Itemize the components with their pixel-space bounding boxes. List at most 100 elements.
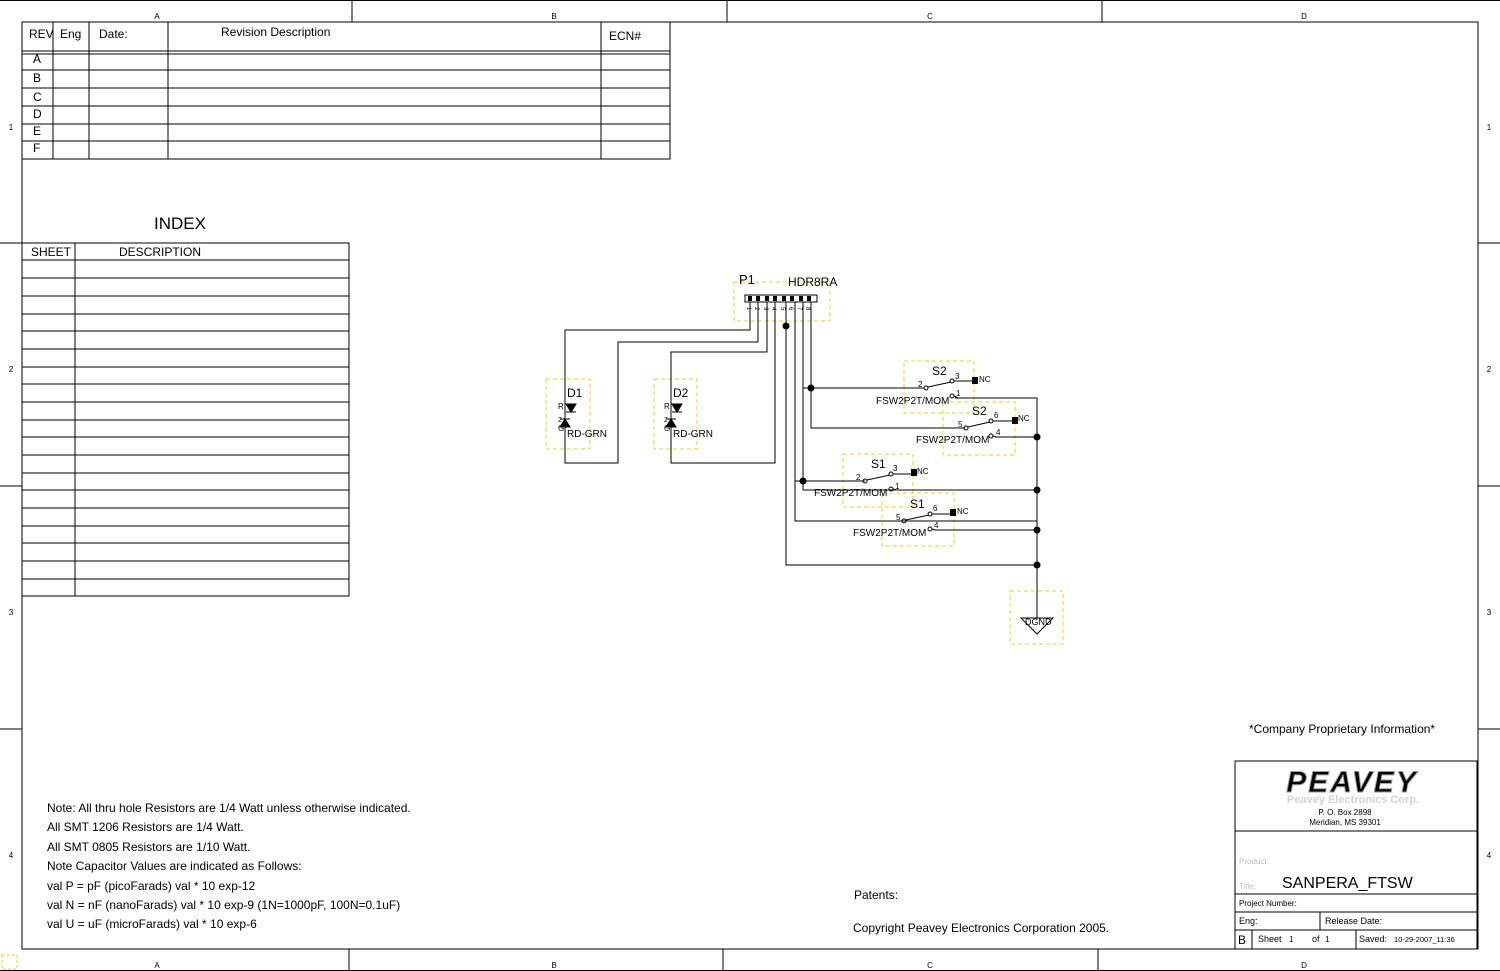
zone-label-left-3: 3 xyxy=(9,608,14,617)
rev-row-label: A xyxy=(33,52,41,66)
zone-label-left-4: 4 xyxy=(9,851,14,860)
zone-label-top-d: D xyxy=(1301,12,1307,21)
peavey-logo: PEAVEY xyxy=(1286,766,1418,799)
zone-label-top-c: C xyxy=(927,12,933,21)
rev-row-label: C xyxy=(33,90,42,104)
s2b-component-box xyxy=(942,401,1016,456)
zone-label-bottom-c: C xyxy=(927,961,933,970)
s2b-ref: S2 xyxy=(972,404,987,418)
zone-label-right-1: 1 xyxy=(1487,123,1492,132)
s2b-nc-label: NC xyxy=(1018,414,1030,423)
of-label: of xyxy=(1312,934,1320,944)
s1b-nc-label: NC xyxy=(957,507,969,516)
dgnd-component-box xyxy=(1009,590,1064,645)
s2a-value: FSW2P2T/MOM xyxy=(876,396,949,407)
s1a-pin-com: 2 xyxy=(856,473,861,482)
corner-marker xyxy=(1,954,18,970)
zone-label-left-2: 2 xyxy=(9,365,14,374)
d2-pin-r: R xyxy=(664,402,670,411)
s1a-nc-terminal xyxy=(911,469,917,476)
product-label: Product: xyxy=(1239,857,1269,866)
p1-ref: P1 xyxy=(739,272,755,287)
zone-label-top-b: B xyxy=(551,12,556,21)
zone-label-right-4: 4 xyxy=(1487,851,1492,860)
zone-label-right-2: 2 xyxy=(1487,365,1492,374)
p1-pin-label: 2 xyxy=(753,307,759,311)
ground-label: DGND xyxy=(1025,617,1052,627)
saved-label: Saved: xyxy=(1359,934,1387,944)
s1a-value: FSW2P2T/MOM xyxy=(814,488,887,499)
p1-pin-label: 1 xyxy=(745,307,751,311)
s1a-pin-nc-num: 3 xyxy=(893,464,898,473)
s1b-component-box xyxy=(881,492,955,547)
patents-label: Patents: xyxy=(854,888,898,902)
schematic-wires xyxy=(564,302,1038,591)
s1b-pin-com: 5 xyxy=(896,513,901,522)
s2b-pin-com: 5 xyxy=(958,420,963,429)
project-number-label: Project Number: xyxy=(1239,899,1297,908)
zone-label-bottom-b: B xyxy=(551,961,556,970)
s2b-pin-nc-num: 6 xyxy=(994,411,999,420)
s1a-pin-no: 1 xyxy=(895,482,900,491)
d2-diode-symbol xyxy=(665,403,683,428)
sheet-column-header: SHEET xyxy=(31,245,72,259)
zone-label-bottom-a: A xyxy=(154,961,160,970)
s2b-nc-terminal xyxy=(1012,417,1018,424)
zone-label-bottom-d: D xyxy=(1301,961,1307,970)
title-label: Title: xyxy=(1239,882,1256,891)
d2-value: RD-GRN xyxy=(673,429,713,440)
company-address-1: P. O. Box 2898 xyxy=(1318,808,1372,817)
note-line: All SMT 1206 Resistors are 1/4 Watt. xyxy=(47,820,244,834)
s1a-ref: S1 xyxy=(871,457,886,471)
s2a-pin-no: 1 xyxy=(956,389,961,398)
d1-pin-r: R xyxy=(558,402,564,411)
led-d2: D2 R 2 G RD-GRN xyxy=(664,386,713,440)
s1b-nc-terminal xyxy=(950,509,956,516)
zone-label-top-a: A xyxy=(154,12,160,21)
sheet-total: 1 xyxy=(1325,935,1330,944)
saved-timestamp: 10-29-2007_11:36 xyxy=(1394,935,1455,944)
ground-symbol: DGND xyxy=(1019,591,1055,635)
s1b-ref: S1 xyxy=(910,497,925,511)
note-line: val N = nF (nanoFarads) val * 10 exp-9 (… xyxy=(47,898,400,912)
copyright-text: Copyright Peavey Electronics Corporation… xyxy=(853,921,1109,935)
index-title: INDEX xyxy=(154,214,206,233)
p1-value: HDR8RA xyxy=(788,275,837,289)
eng-header: Eng xyxy=(60,27,81,41)
zone-label-right-3: 3 xyxy=(1487,608,1492,617)
sheet-number: 1 xyxy=(1289,935,1294,944)
s1b-pin-no: 4 xyxy=(934,521,939,530)
s1b-value: FSW2P2T/MOM xyxy=(853,528,926,539)
s2a-pin-nc-num: 3 xyxy=(955,372,960,381)
p1-component-box xyxy=(733,281,831,322)
d2-pin-g: G xyxy=(664,424,670,433)
s2a-component-box xyxy=(903,360,975,414)
drawing-title: SANPERA_FTSW xyxy=(1282,875,1414,892)
eng-label: Eng: xyxy=(1239,916,1258,926)
rev-row-label: E xyxy=(33,124,41,138)
p1-header-body xyxy=(744,294,818,303)
p1-pin-label: 8 xyxy=(804,307,810,311)
led-d1: D1 R 2 G RD-GRN xyxy=(558,386,607,440)
ground-icon xyxy=(1019,617,1055,635)
junction-dots xyxy=(782,322,1041,569)
index-table: INDEX SHEET DESCRIPTION xyxy=(21,214,350,597)
d1-ref: D1 xyxy=(567,386,583,400)
switch-s2-a: S2 2 3 1 NC FSW2P2T/MOM xyxy=(876,364,991,407)
company-address-2: Meridian, MS 39301 xyxy=(1309,818,1381,827)
title-block: PEAVEY Peavey Electronics Corp. P. O. Bo… xyxy=(1234,760,1478,950)
d2-ref: D2 xyxy=(673,386,689,400)
note-line: Note Capacitor Values are indicated as F… xyxy=(47,859,302,873)
release-date-label: Release Date: xyxy=(1325,916,1382,926)
note-line: val P = pF (picoFarads) val * 10 exp-12 xyxy=(47,879,256,893)
p1-pin-label: 6 xyxy=(787,307,793,311)
switch-s1-b: S1 5 6 4 NC FSW2P2T/MOM xyxy=(853,497,969,539)
d1-pin-g: G xyxy=(558,424,564,433)
ecn-header: ECN# xyxy=(609,29,641,43)
switch-s1-a: S1 2 3 1 NC FSW2P2T/MOM xyxy=(814,457,929,499)
notes-block: Note: All thru hole Resistors are 1/4 Wa… xyxy=(47,801,411,931)
p1-pin-label: 5 xyxy=(779,307,785,311)
d2-pin-2: 2 xyxy=(664,417,668,424)
revision-table: REV Eng Date: Revision Description ECN# … xyxy=(21,21,671,160)
